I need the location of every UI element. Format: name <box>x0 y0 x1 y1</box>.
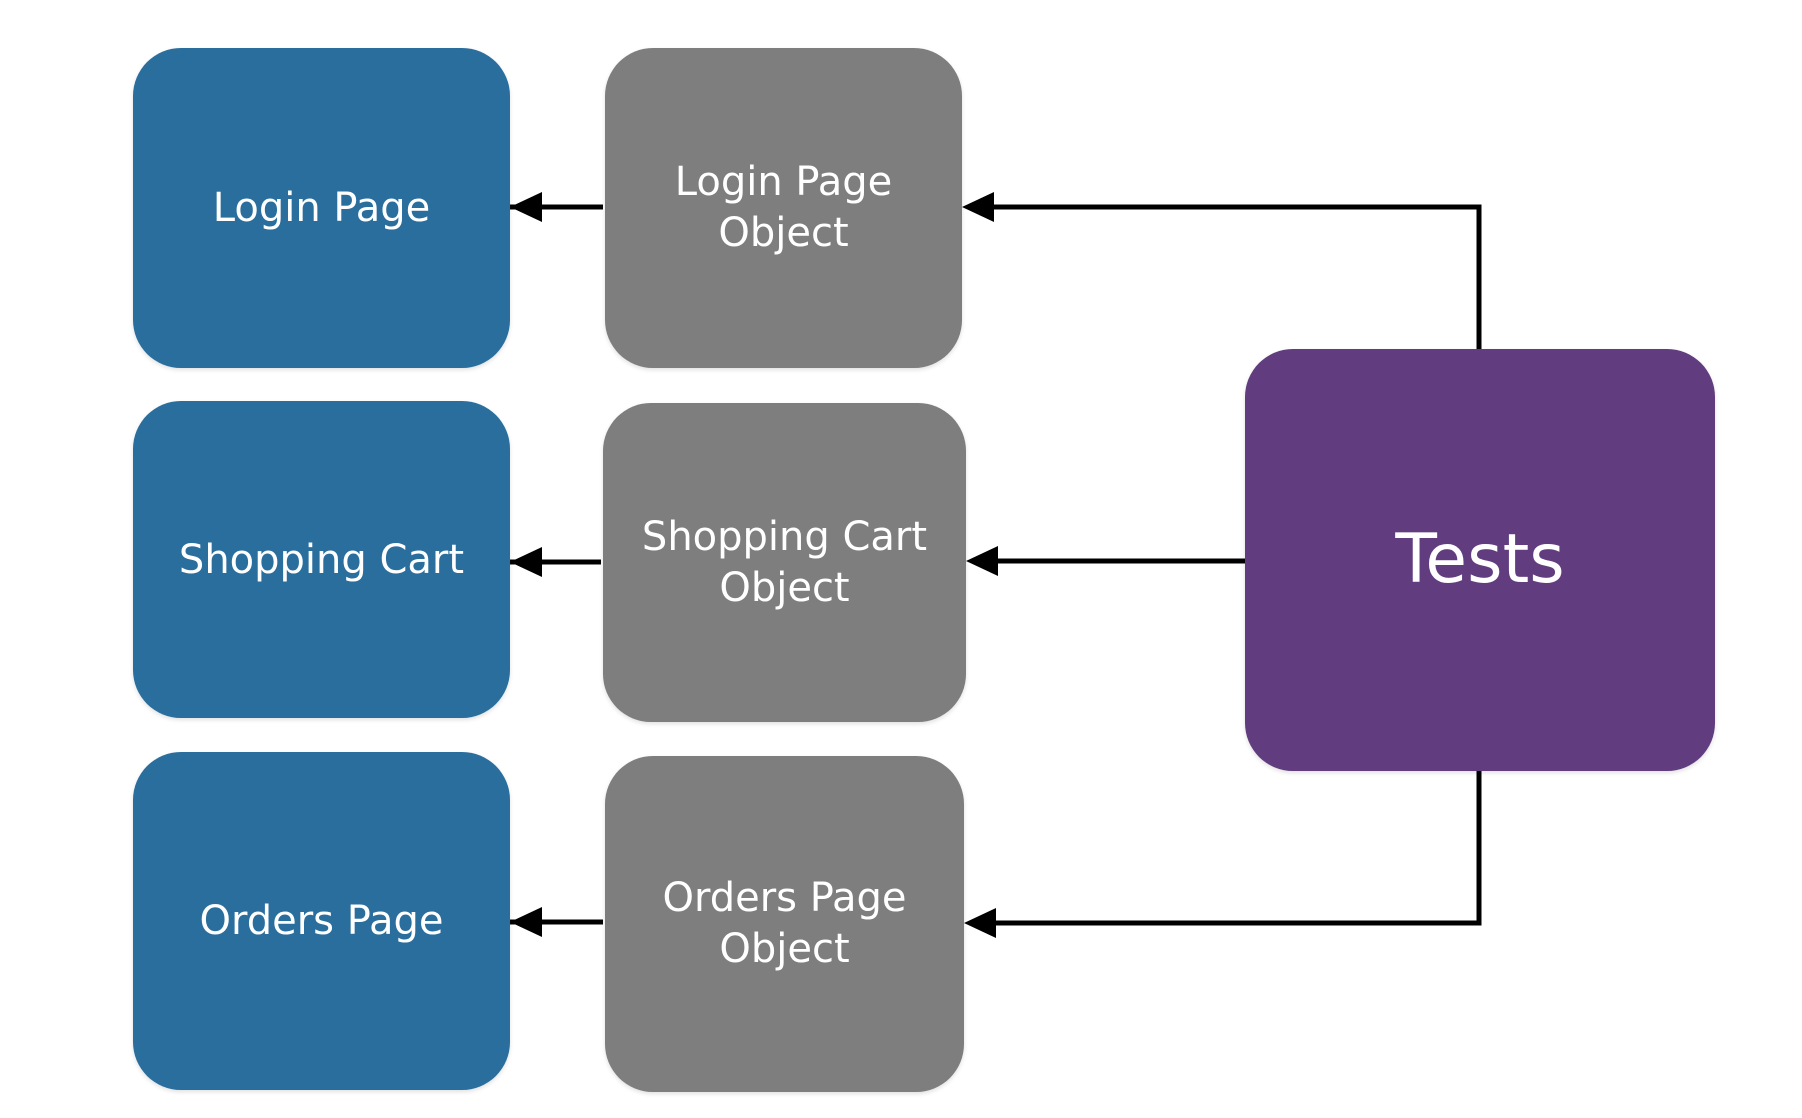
connector-tests-to-orders-object <box>990 771 1482 926</box>
orders-page-object-box: Orders Page Object <box>605 756 964 1092</box>
arrowhead-orders-object <box>964 908 996 938</box>
tests-box: Tests <box>1245 349 1715 771</box>
arrowhead-login-object <box>962 192 994 222</box>
shopping-cart-box: Shopping Cart <box>133 401 510 718</box>
login-page-object-label: Login Page Object <box>674 159 893 256</box>
arrowhead-login-page <box>510 192 542 222</box>
orders-page-box: Orders Page <box>133 752 510 1090</box>
login-page-object-box: Login Page Object <box>605 48 962 368</box>
orders-page-label: Orders Page <box>199 898 444 944</box>
shopping-cart-label: Shopping Cart <box>178 536 465 583</box>
shopping-cart-object-box: Shopping Cart Object <box>603 403 966 722</box>
login-page-label: Login Page <box>212 185 431 231</box>
orders-page-object-label: Orders Page Object <box>662 875 907 972</box>
login-page-box: Login Page <box>133 48 510 368</box>
tests-label: Tests <box>1395 520 1565 600</box>
arrowhead-cart-page <box>510 547 542 577</box>
arrowhead-orders-page <box>510 907 542 937</box>
arrowhead-cart-object <box>966 546 998 576</box>
shopping-cart-object-label: Shopping Cart Object <box>641 513 928 611</box>
connector-tests-to-login-object <box>990 204 1482 349</box>
